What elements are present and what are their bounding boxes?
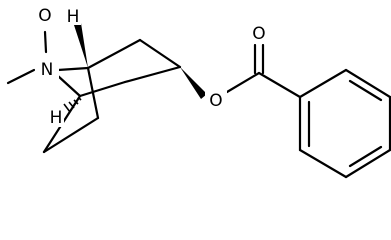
bond-c2-c3 xyxy=(138,38,182,69)
atom-label-ester-o: O xyxy=(209,91,222,111)
tropane-bonds xyxy=(6,30,182,154)
atom-labels: O N H H O O xyxy=(35,2,269,128)
bond-c1-c7 xyxy=(86,66,100,120)
atom-label-h-top: H xyxy=(67,7,80,27)
bond-c4-c5 xyxy=(78,80,127,98)
ring-bond-4 xyxy=(344,148,391,179)
bond-o-carbonyl-c xyxy=(225,71,261,94)
atom-label-h-bottom: H xyxy=(50,108,63,128)
hashed-bond-c5-h xyxy=(63,97,82,113)
bond-c1-c2 xyxy=(86,38,142,70)
atom-label-carbonyl-o: O xyxy=(252,24,265,44)
wedge-bond-c1-h xyxy=(74,23,88,68)
bond-carbonyl-c-ring xyxy=(257,71,302,99)
ring-bond-1 xyxy=(298,68,348,99)
wedge-bond-c3-o xyxy=(180,67,207,99)
ring-inner-2 xyxy=(348,145,383,168)
atom-label-nitrogen: N xyxy=(41,60,54,80)
chemical-structure-diagram: O N H H O O xyxy=(6,2,391,179)
ring-bond-2 xyxy=(344,68,391,99)
bond-n-o xyxy=(43,30,48,54)
bond-n-methyl xyxy=(6,68,36,85)
bond-c6-c7 xyxy=(42,116,100,154)
bond-c3-c4 xyxy=(123,65,182,84)
atom-label-n-oxide-o: O xyxy=(38,6,51,26)
stereo-bonds xyxy=(63,23,207,113)
bond-n-c5 xyxy=(56,74,82,98)
bond-n-c1 xyxy=(56,66,90,72)
ring-bond-5 xyxy=(298,148,348,179)
benzoate-bonds xyxy=(225,43,391,179)
ring-inner-1 xyxy=(348,79,383,102)
